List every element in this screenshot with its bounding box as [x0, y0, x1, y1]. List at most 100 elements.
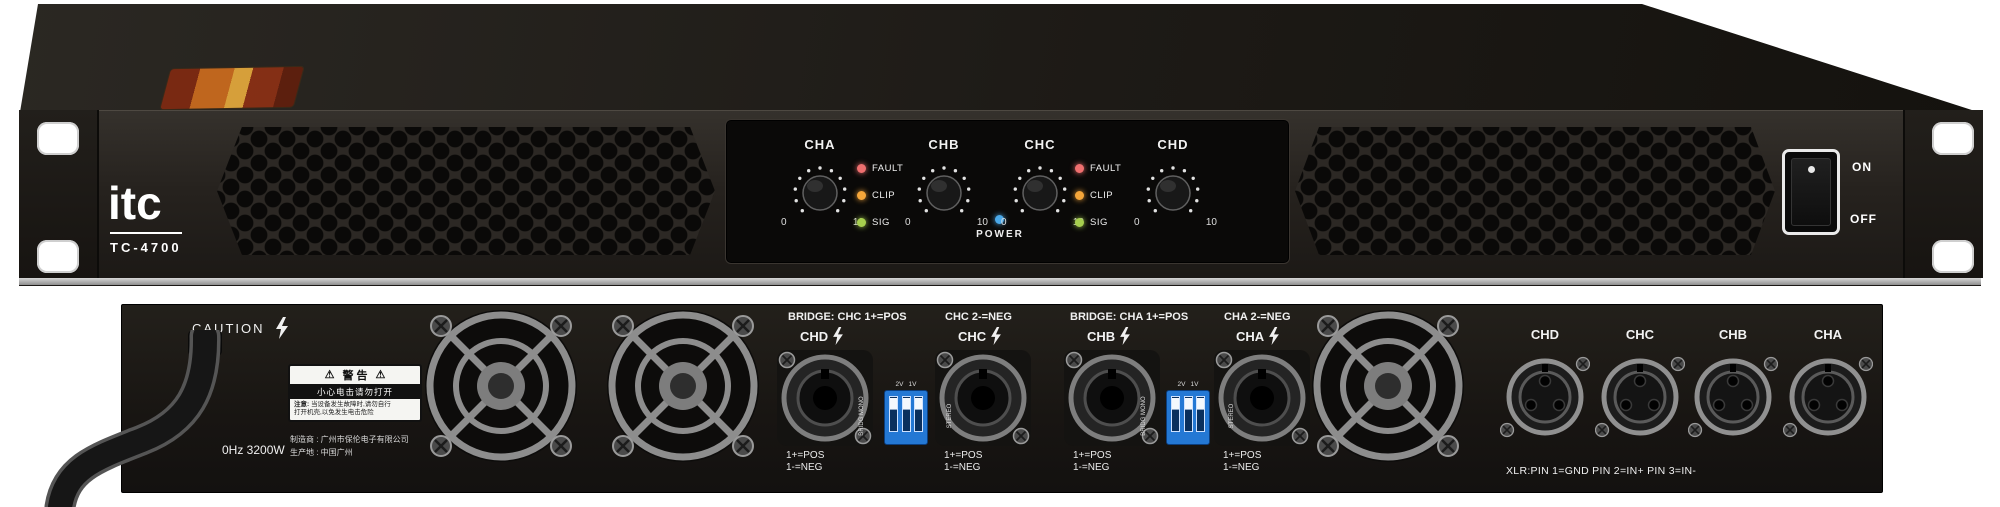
knob-max: 10 [976, 217, 988, 228]
warning-triangle-icon: ⚠ [324, 368, 335, 381]
warning-note-label: 注意: [294, 401, 310, 408]
dip-stereo-label: STEREO [947, 403, 953, 429]
gain-knob-cha[interactable]: 0 10 [781, 157, 864, 228]
front-bottom-trim [19, 278, 1981, 285]
power-rocker-switch[interactable] [1782, 149, 1840, 235]
brand-sticker [160, 66, 304, 110]
bridge-label-cha-neg: CHA 2-=NEG [1224, 311, 1291, 323]
rocker[interactable] [1791, 158, 1831, 226]
clip-led [1075, 190, 1084, 200]
dip-slot[interactable] [1170, 396, 1180, 432]
rack-mount-hole [1932, 122, 1974, 155]
dip-stereo-label: STEREO [1229, 403, 1235, 429]
chb-label: CHB [1087, 328, 1116, 344]
power-cable [44, 330, 222, 507]
dip-slot[interactable] [888, 396, 898, 432]
channel-b-knob-group: CHB 0 10 [899, 131, 989, 251]
control-panel: CHA 0 10 [727, 121, 1288, 262]
clip-led [857, 190, 866, 200]
mode-dip-switch-2[interactable]: 2V 1V BRIDG MONO STEREO [1141, 381, 1235, 445]
bridge-label-cha: BRIDGE: CHA 1+=POS [1070, 311, 1189, 323]
fault-led [857, 163, 866, 173]
lightning-bolt-icon [991, 327, 1002, 345]
warning-note-line2: 打开机壳,以免发生电击危险 [294, 409, 374, 416]
model-number: TC-4700 [110, 240, 182, 255]
cha-label: CHA [1236, 328, 1265, 344]
channel-c-knob-group: CHC 0 10 [995, 131, 1085, 251]
front-view: itc TC-4700 CHA [19, 4, 1983, 286]
channel-c-label: CHC [1024, 137, 1056, 152]
clip-label: CLIP [872, 189, 896, 201]
brand-logo: itc [108, 177, 162, 229]
dip-body[interactable] [1166, 390, 1210, 445]
led-indicators-ab: FAULT CLIP SIG [857, 161, 937, 242]
signal-led [857, 217, 866, 227]
xlr-label-chc: CHC [1625, 327, 1655, 342]
warning-sticker: ⚠ 警 告 ⚠ 小心电击请勿打开 注意: 当设备发生故障时,请勿自行 打开机壳,… [288, 364, 422, 422]
lightning-bolt-icon [1269, 327, 1280, 345]
knob-min: 0 [905, 217, 911, 228]
dip-2v-label: 2V [1177, 381, 1186, 388]
cooling-fan [607, 310, 759, 462]
dip-slot[interactable] [914, 396, 924, 432]
fault-label: FAULT [1090, 162, 1122, 174]
power-led [995, 215, 1004, 224]
dip-1v-label: 1V [1190, 381, 1199, 388]
knob-min: 0 [781, 217, 787, 228]
xlr-label-chb: CHB [1718, 327, 1748, 342]
rack-ear-left [19, 110, 99, 278]
speaker-channel-chd: CHD [800, 327, 844, 345]
cooling-fan [425, 310, 577, 462]
bridge-label-chc-neg: CHC 2-=NEG [945, 311, 1012, 323]
power-off-label: OFF [1850, 212, 1877, 226]
channel-b-label: CHB [928, 137, 960, 152]
dip-slot[interactable] [1183, 396, 1193, 432]
xlr-label-chd: CHD [1530, 327, 1560, 342]
gain-knob-chc[interactable]: 0 10 [1001, 157, 1084, 228]
dip-body[interactable] [884, 390, 928, 445]
gain-knob-chd[interactable]: 0 10 [1134, 157, 1217, 228]
knob-min: 0 [1001, 217, 1007, 228]
warning-triangle-icon: ⚠ [375, 368, 386, 381]
rocker-indicator-dot [1807, 166, 1815, 173]
bridge-label-chc: BRIDGE: CHC 1+=POS [788, 311, 907, 323]
channel-a-knob-group: CHA 0 10 [775, 131, 865, 251]
warning-note-line1: 当设备发生故障时,请勿自行 [310, 401, 391, 408]
channel-d-knob-group: CHD 0 10 [1128, 131, 1218, 251]
rear-panel: CAUTION ⚠ 警 告 ⚠ 小心电击请勿打开 注意: 当设备发生故障时,请勿… [121, 304, 1883, 493]
dip-mode-labels: BRIDG MONO [859, 396, 865, 436]
fault-label: FAULT [872, 162, 904, 174]
rack-ear-right [1903, 110, 1983, 278]
channel-d-label: CHD [1157, 137, 1189, 152]
dip-mode-labels: BRIDG MONO [1141, 396, 1147, 436]
signal-label: SIG [872, 216, 890, 228]
power-rating: 0Hz 3200W [222, 443, 285, 457]
vent-grille-right [1295, 127, 1775, 255]
chd-label: CHD [800, 328, 829, 344]
cooling-fan [1312, 310, 1464, 462]
xlr-pin-text: XLR:PIN 1=GND PIN 2=IN+ PIN 3=IN- [1506, 465, 1697, 477]
chc-label: CHC [958, 328, 987, 344]
xlr-connector-chb [1688, 356, 1778, 438]
manufacturer-line: 制造商 : 广州市保伦电子有限公司 [290, 435, 409, 444]
mode-dip-switch-1[interactable]: 2V 1V BRIDG MONO STEREO [859, 381, 953, 445]
top-face [20, 4, 1978, 112]
xlr-label-cha: CHA [1813, 327, 1843, 342]
dip-2v-label: 2V [895, 381, 904, 388]
speakon-connector-cha [1214, 350, 1310, 446]
rack-mount-hole [37, 122, 79, 155]
led-indicators-cd: FAULT CLIP SIG [1075, 161, 1155, 242]
speakon-connector-chb [1064, 350, 1160, 446]
power-label: POWER [976, 229, 1024, 240]
clip-label: CLIP [1090, 189, 1114, 201]
speaker-channel-cha: CHA [1236, 327, 1280, 345]
channel-a-label: CHA [804, 137, 836, 152]
dip-1v-label: 1V [908, 381, 917, 388]
gain-knob-chb[interactable]: 0 10 [905, 157, 988, 228]
knob-min: 0 [1134, 217, 1140, 228]
dip-slot[interactable] [901, 396, 911, 432]
dip-slot[interactable] [1196, 396, 1206, 432]
